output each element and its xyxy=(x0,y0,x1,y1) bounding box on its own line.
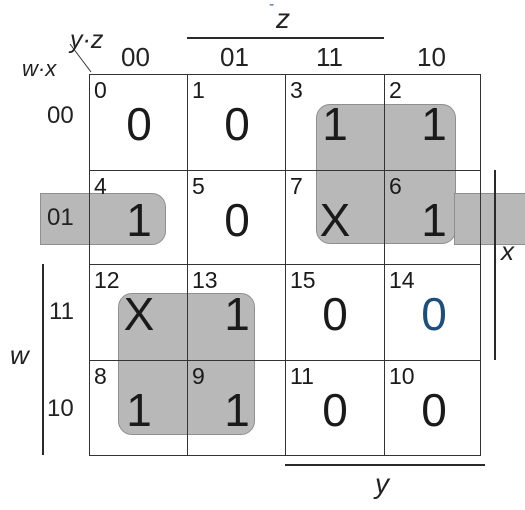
grid-line-v xyxy=(384,74,385,456)
grid-line-v xyxy=(285,74,286,456)
cell-index: 14 xyxy=(389,267,415,293)
kmap-cell: 8 1 xyxy=(90,361,188,457)
col-header: 00 xyxy=(121,42,150,72)
cell-value: 0 xyxy=(224,98,250,150)
cell-value: 1 xyxy=(126,384,152,436)
grid-line-h xyxy=(89,455,480,456)
cell-index: 12 xyxy=(94,267,120,293)
row-header: 10 xyxy=(47,395,74,422)
cell-value: 0 xyxy=(421,384,447,436)
grid-line-v xyxy=(480,74,481,456)
kmap-cell: 3 1 xyxy=(286,75,384,171)
cell-index: 3 xyxy=(290,77,303,103)
corner-label-wx: w·x xyxy=(22,56,57,81)
x-label: x xyxy=(501,236,514,266)
col-header: 01 xyxy=(220,42,249,72)
group-row01-wraparound xyxy=(40,193,166,245)
cell-value: 1 xyxy=(322,98,348,150)
grid-line-h xyxy=(89,360,480,361)
y-bar xyxy=(285,464,485,466)
kmap-cell: 4 1 xyxy=(90,171,188,267)
kmap-cell: 9 1 xyxy=(188,361,286,457)
cell-value: 0 xyxy=(224,194,250,246)
cell-value-highlight: 0 xyxy=(421,288,447,340)
corner-label-yz: y·z xyxy=(70,26,104,54)
kmap-cell: 7 X xyxy=(286,171,384,267)
x-bar xyxy=(494,170,496,360)
kmap-cell: 15 0 xyxy=(286,265,384,361)
group-cell6-wraparound xyxy=(454,193,525,245)
cell-index: 6 xyxy=(389,173,402,199)
y-label: y xyxy=(375,468,389,499)
cell-index: 4 xyxy=(94,173,107,199)
z-bar xyxy=(187,37,384,39)
grid-line-h xyxy=(89,170,480,171)
cell-index: 11 xyxy=(290,363,314,389)
grid-line-h xyxy=(89,264,480,265)
kmap-cell: 0 0 xyxy=(90,75,188,171)
z-mark: - xyxy=(269,0,275,13)
cell-value: 1 xyxy=(126,194,152,246)
kmap-cell: 14 0 xyxy=(385,265,483,361)
cell-value: 1 xyxy=(421,194,447,246)
cell-index: 13 xyxy=(192,267,218,293)
cell-index: 5 xyxy=(192,173,205,199)
cell-value: 1 xyxy=(224,384,250,436)
row-header: 00 xyxy=(47,102,74,129)
col-header: 11 xyxy=(316,42,343,72)
kmap-cell: 1 0 xyxy=(188,75,286,171)
kmap-cell: 12 X xyxy=(90,265,188,361)
corner-diagonal xyxy=(69,43,92,73)
cell-value: X xyxy=(123,288,155,340)
group-bottom-left-quad xyxy=(118,293,255,435)
kmap-cell: 13 1 xyxy=(188,265,286,361)
grid-line-v xyxy=(187,74,188,456)
grid-line-v xyxy=(89,74,90,456)
group-top-right-quad xyxy=(316,104,456,244)
cell-index: 15 xyxy=(290,267,316,293)
row-header: 01 xyxy=(47,204,74,231)
kmap-cell: 2 1 xyxy=(385,75,483,171)
cell-index: 1 xyxy=(192,77,205,103)
kmap-cell: 11 0 xyxy=(286,361,384,457)
w-bar xyxy=(42,264,44,455)
cell-value: 1 xyxy=(421,98,447,150)
cell-value: 1 xyxy=(224,288,250,340)
cell-value: X xyxy=(319,194,351,246)
cell-index: 7 xyxy=(290,173,303,199)
kmap-cell: 5 0 xyxy=(188,171,286,267)
z-label: z xyxy=(276,3,290,34)
col-header: 10 xyxy=(417,42,446,72)
cell-value: 0 xyxy=(126,98,152,150)
cell-value: 0 xyxy=(322,384,348,436)
grid-line-h xyxy=(89,74,480,75)
cell-index: 8 xyxy=(94,363,107,389)
cell-index: 0 xyxy=(94,77,107,103)
cell-index: 9 xyxy=(192,363,205,389)
cell-value: 0 xyxy=(322,288,348,340)
kmap-cell: 6 1 xyxy=(385,171,483,267)
cell-index: 2 xyxy=(389,77,402,103)
w-label: w xyxy=(10,340,29,370)
cell-index: 10 xyxy=(389,363,415,389)
kmap-cell: 10 0 xyxy=(385,361,483,457)
row-header: 11 xyxy=(49,298,74,325)
